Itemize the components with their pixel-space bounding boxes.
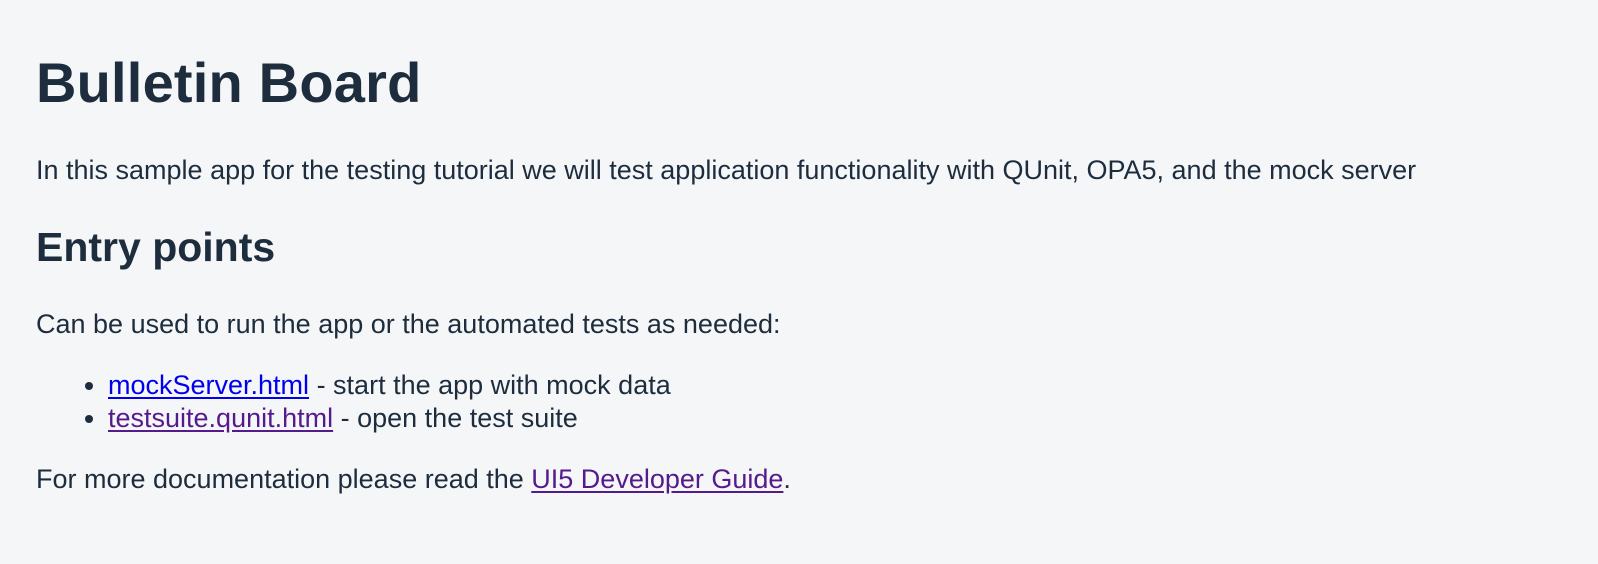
list-item: testsuite.qunit.html - open the test sui… [108, 402, 671, 435]
footer-prefix: For more documentation please read the [36, 464, 532, 494]
mockserver-link[interactable]: mockServer.html [108, 370, 310, 400]
list-item: mockServer.html - start the app with moc… [108, 369, 671, 402]
intro-paragraph: In this sample app for the testing tutor… [36, 155, 1417, 185]
list-item-description: - start the app with mock data [309, 370, 671, 400]
list-item-description: - open the test suite [333, 403, 578, 433]
entry-points-list: mockServer.html - start the app with moc… [36, 369, 671, 435]
footer-suffix: . [783, 464, 791, 494]
testsuite-link[interactable]: testsuite.qunit.html [108, 403, 334, 433]
page-title: Bulletin Board [36, 51, 422, 114]
developer-guide-link[interactable]: UI5 Developer Guide [531, 464, 784, 494]
footer-paragraph: For more documentation please read the U… [36, 462, 791, 496]
entry-points-lead: Can be used to run the app or the automa… [36, 309, 781, 339]
entry-points-heading: Entry points [36, 224, 276, 270]
